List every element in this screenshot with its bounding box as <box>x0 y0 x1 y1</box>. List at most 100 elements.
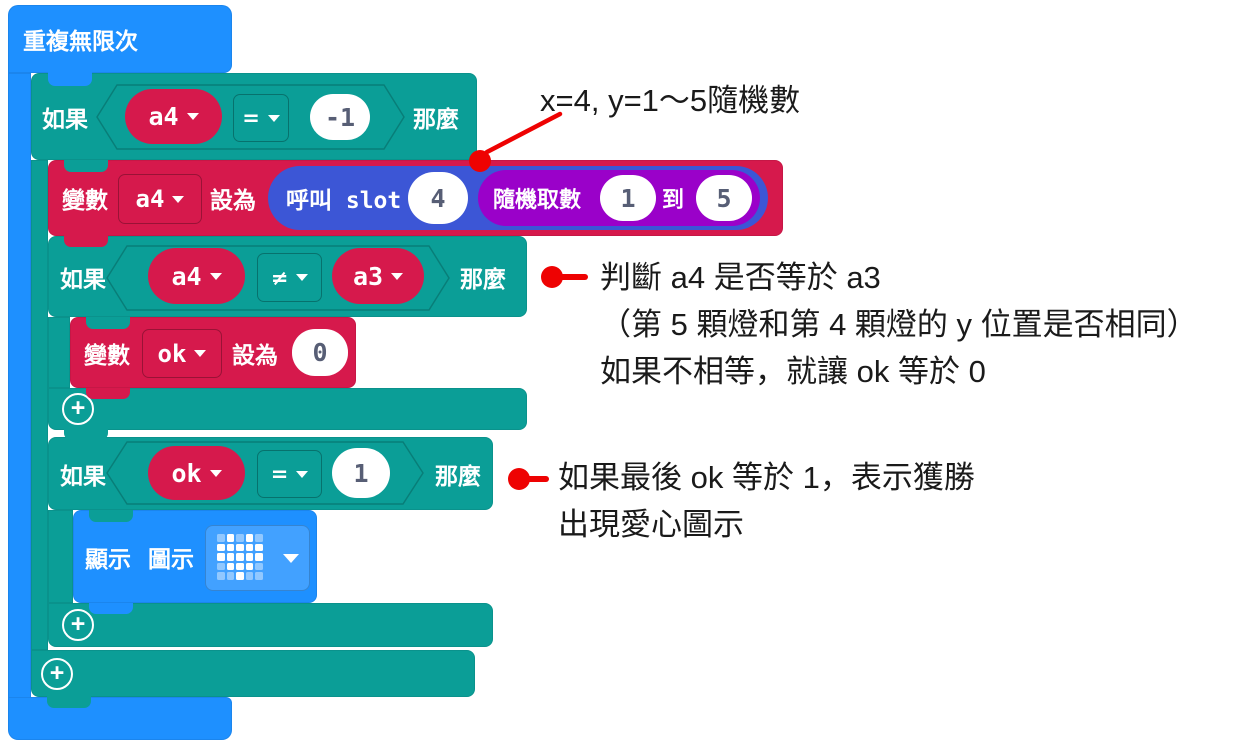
annotation-dot-3 <box>508 468 530 490</box>
led-off <box>226 572 234 580</box>
call-slot-label: 呼叫 slot <box>286 188 402 214</box>
if2-bottom-connector-tab <box>64 428 108 440</box>
show-icon-connector-tab <box>89 603 133 614</box>
forever-block-footer[interactable] <box>8 697 232 740</box>
set-a4-connector-tab <box>64 234 108 247</box>
led-off <box>236 534 244 542</box>
chevron-down-icon <box>172 195 185 203</box>
if2-left-variable-dropdown[interactable]: a4 <box>148 248 245 304</box>
if1-block-footer[interactable]: + <box>31 650 475 697</box>
led-off <box>255 562 263 570</box>
led-off <box>217 572 225 580</box>
if1-then-keyword: 那麼 <box>413 105 459 132</box>
led-on <box>245 543 253 551</box>
led-on <box>245 562 253 570</box>
show-keyword: 顯示 <box>85 545 131 572</box>
if2-operator-dropdown[interactable]: ≠ <box>257 253 322 302</box>
forever-connector-tab <box>48 68 92 86</box>
chevron-down-icon <box>209 272 222 280</box>
if3-operator-dropdown[interactable]: = <box>257 450 322 498</box>
led-off <box>255 534 263 542</box>
if3-block-header[interactable]: 如果 ok = 1 那麼 <box>48 437 493 510</box>
led-on <box>217 553 225 561</box>
set-ok-keyword: 變數 <box>84 341 130 368</box>
chevron-down-icon <box>296 470 309 478</box>
if3-variable-dropdown[interactable]: ok <box>148 446 245 500</box>
if2-then-keyword: 那麼 <box>460 265 506 292</box>
annotation-dot-1 <box>469 150 491 172</box>
led-on <box>255 543 263 551</box>
led-on <box>236 553 244 561</box>
chevron-down-icon <box>194 350 207 357</box>
led-on <box>236 572 244 580</box>
if2-block-spine[interactable] <box>48 317 70 388</box>
led-on <box>217 543 225 551</box>
chevron-down-icon <box>267 114 280 122</box>
led-on <box>236 543 244 551</box>
if2-block-header[interactable]: 如果 a4 ≠ a3 那麼 <box>48 236 527 317</box>
set-ok-variable-dropdown[interactable]: ok <box>142 329 222 378</box>
chevron-down-icon <box>283 554 299 563</box>
chevron-down-icon <box>186 113 199 120</box>
annotation-line-3 <box>519 476 549 482</box>
if2-expand-plus-button[interactable]: + <box>62 393 94 425</box>
led-on <box>245 553 253 561</box>
set-variable-a4-block[interactable]: 變數 a4 設為 呼叫 slot 4 隨機取數 1 到 5 <box>48 160 783 236</box>
if2-keyword: 如果 <box>60 265 106 292</box>
if1-value-input[interactable]: -1 <box>310 94 370 140</box>
annotation-random-note: x=4, y=1～5隨機數 <box>540 83 801 118</box>
show-icon-block[interactable]: 顯示 圖示 <box>73 510 317 603</box>
chevron-down-icon <box>296 274 309 281</box>
random-to-keyword: 到 <box>662 187 685 212</box>
chevron-down-icon <box>209 469 222 477</box>
set-a4-to-keyword: 設為 <box>210 187 256 213</box>
set-ok-connector-tab <box>86 388 130 399</box>
led-on <box>236 562 244 570</box>
if3-block-spine[interactable] <box>48 510 73 603</box>
random-min-input[interactable]: 1 <box>600 175 656 221</box>
led-off <box>217 534 225 542</box>
if1-expand-plus-button[interactable]: + <box>41 658 73 690</box>
led-on <box>226 553 234 561</box>
call-slot-block[interactable]: 呼叫 slot 4 隨機取數 1 到 5 <box>268 166 768 230</box>
annotation-line-2 <box>552 274 588 280</box>
if3-keyword: 如果 <box>60 462 106 489</box>
annotation-compare-note: 判斷 a4 是否等於 a3 （第 5 顆燈和第 4 顆燈的 y 位置是否相同） … <box>600 260 1198 389</box>
heart-icon <box>217 534 263 580</box>
led-on <box>226 534 234 542</box>
led-on <box>226 562 234 570</box>
forever-label: 重複無限次 <box>23 28 138 54</box>
led-on <box>245 534 253 542</box>
if2-connector-tab <box>86 317 130 329</box>
annotation-dot-2 <box>541 266 563 288</box>
chevron-down-icon <box>391 272 404 280</box>
led-off <box>217 562 225 570</box>
set-a4-variable-dropdown[interactable]: a4 <box>118 174 202 224</box>
random-max-input[interactable]: 5 <box>696 175 752 221</box>
set-ok-to-keyword: 設為 <box>232 341 278 368</box>
icon-picker-dropdown[interactable] <box>205 525 310 591</box>
if1-variable-dropdown[interactable]: a4 <box>125 89 222 144</box>
if3-value-input[interactable]: 1 <box>332 448 390 498</box>
if1-keyword: 如果 <box>42 105 88 132</box>
if1-block-header[interactable]: 如果 a4 = -1 那麼 <box>31 73 477 160</box>
forever-block-spine[interactable] <box>8 73 31 700</box>
led-on <box>226 543 234 551</box>
if1-connector-tab <box>64 160 108 172</box>
if1-operator-dropdown[interactable]: = <box>233 94 289 142</box>
annotation-win-note: 如果最後 ok 等於 1，表示獲勝 出現愛心圖示 <box>558 460 975 542</box>
led-off <box>245 572 253 580</box>
random-label: 隨機取數 <box>493 187 582 212</box>
led-off <box>255 572 263 580</box>
set-a4-keyword: 變數 <box>62 187 108 213</box>
if2-right-variable-dropdown[interactable]: a3 <box>332 248 424 304</box>
call-slot-arg-input[interactable]: 4 <box>408 172 468 224</box>
random-number-block[interactable]: 隨機取數 1 到 5 <box>478 170 760 226</box>
if3-expand-plus-button[interactable]: + <box>62 609 94 641</box>
if3-connector-tab <box>89 510 133 522</box>
forever-block-header[interactable]: 重複無限次 <box>8 5 232 73</box>
set-ok-value-input[interactable]: 0 <box>292 329 348 376</box>
if1-block-spine[interactable] <box>31 160 48 650</box>
if1-bottom-connector-tab <box>47 694 91 708</box>
